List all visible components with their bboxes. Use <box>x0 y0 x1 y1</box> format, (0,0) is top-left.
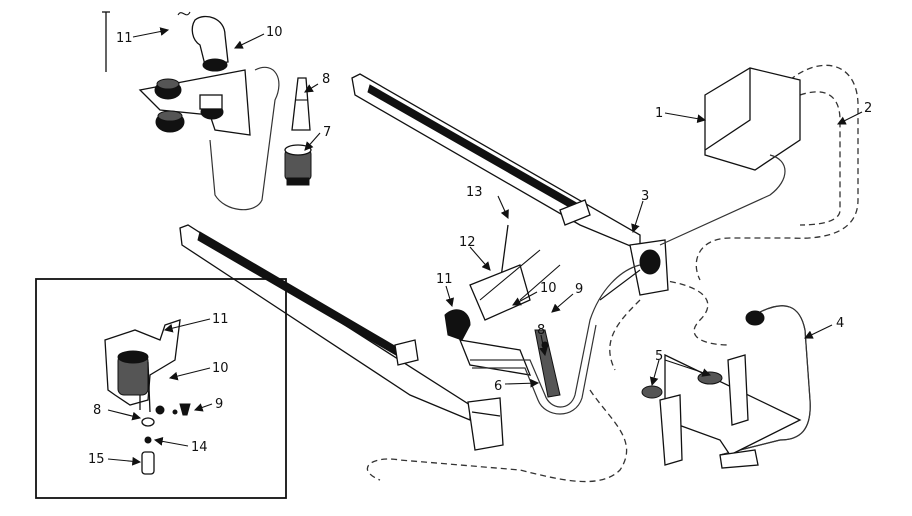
callout-8-inset: 8 <box>93 403 101 418</box>
callout-15: 15 <box>88 452 105 467</box>
callout-5: 5 <box>655 349 663 364</box>
burner-lower <box>179 224 504 451</box>
callout-11-inset: 11 <box>212 312 229 327</box>
callout-12: 12 <box>459 235 476 250</box>
callout-3: 3 <box>641 189 649 204</box>
callout-8-mid: 8 <box>537 323 545 338</box>
callout-9-mid: 9 <box>575 282 583 297</box>
callout-9-inset: 9 <box>215 397 223 412</box>
valve-assembly-top <box>102 11 280 211</box>
pilot-burner <box>191 15 229 66</box>
control-box <box>659 67 801 246</box>
callout-11-top: 11 <box>116 31 133 46</box>
leader-lines <box>107 27 863 466</box>
callout-13: 13 <box>466 185 483 200</box>
thermocouple-tube-assembly <box>641 305 811 469</box>
callout-7: 7 <box>323 125 331 140</box>
inset-detail <box>35 278 287 499</box>
callout-10-inset: 10 <box>212 361 229 376</box>
callout-8-top: 8 <box>322 72 330 87</box>
pilot-assembly-center <box>444 224 641 415</box>
callout-14: 14 <box>191 440 208 455</box>
fitting-part-7 <box>284 144 312 186</box>
callout-2: 2 <box>864 101 872 116</box>
callout-4: 4 <box>836 316 844 331</box>
callout-1: 1 <box>655 106 663 121</box>
shield-12 <box>469 264 531 321</box>
dashed-tubing <box>366 64 859 483</box>
inset-border <box>35 278 287 499</box>
burner-upper <box>351 73 669 301</box>
orifice-cone <box>291 77 311 131</box>
callout-10-mid: 10 <box>540 281 557 296</box>
callout-10-top: 10 <box>266 25 283 40</box>
callout-labels: 11 10 8 7 1 2 3 13 12 11 10 9 8 6 4 5 11… <box>88 25 872 467</box>
callout-11-mid: 11 <box>436 272 453 287</box>
callout-6: 6 <box>494 379 502 394</box>
